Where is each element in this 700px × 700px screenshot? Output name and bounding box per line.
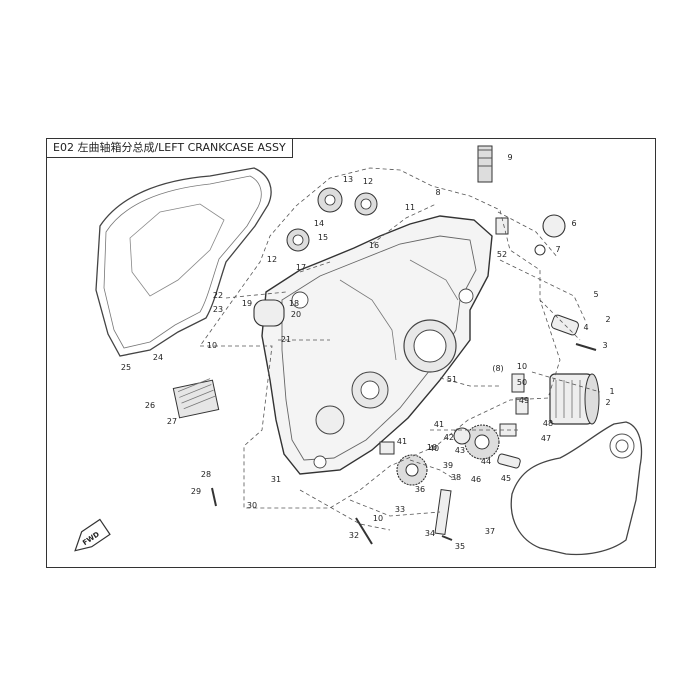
callout-layer: 122345678(8)9101010101112121314151617181…	[121, 153, 615, 551]
part-callout: (8)	[492, 364, 503, 373]
part-callout: 15	[318, 233, 328, 242]
part-callout: 38	[451, 473, 461, 482]
part-callout: 10	[517, 362, 527, 371]
part-callout: 45	[501, 474, 511, 483]
part-callout: 51	[447, 375, 457, 384]
part-callout: 24	[153, 353, 163, 362]
part-callout: 30	[247, 501, 257, 510]
part-callout: 26	[145, 401, 155, 410]
part-callout: 10	[373, 514, 383, 523]
part-callout: 25	[121, 363, 131, 372]
part-callout: 7	[555, 245, 560, 254]
part-callout: 29	[191, 487, 201, 496]
part-callout: 23	[213, 305, 223, 314]
part-callout: 33	[395, 505, 405, 514]
part-callout: 1	[609, 387, 614, 396]
part-callout: 14	[314, 219, 324, 228]
part-callout: 2	[605, 398, 610, 407]
diagram-frame	[46, 138, 656, 568]
part-callout: 52	[497, 250, 507, 259]
part-callout: 40	[429, 444, 439, 453]
part-callout: 9	[507, 153, 512, 162]
diagram-title: E02 左曲轴箱分总成/LEFT CRANKCASE ASSY	[46, 138, 293, 158]
part-callout: 28	[201, 470, 211, 479]
part-callout: 46	[471, 475, 481, 484]
part-callout: 34	[425, 529, 435, 538]
part-callout: 8	[435, 188, 440, 197]
part-callout: 4	[583, 323, 588, 332]
part-callout: 2	[605, 315, 610, 324]
part-callout: 10	[207, 341, 217, 350]
part-callout: 10	[427, 443, 437, 452]
part-callout: 22	[213, 291, 223, 300]
part-callout: 12	[363, 177, 373, 186]
part-callout: 27	[167, 417, 177, 426]
part-callout: 42	[444, 433, 454, 442]
part-callout: 50	[517, 378, 527, 387]
part-callout: 20	[291, 310, 301, 319]
part-callout: 16	[369, 241, 379, 250]
part-callout: 21	[281, 335, 291, 344]
part-callout: 48	[543, 419, 553, 428]
part-callout: 41	[397, 437, 407, 446]
part-callout: 6	[571, 219, 576, 228]
part-callout: 18	[289, 299, 299, 308]
part-callout: 39	[443, 461, 453, 470]
part-callout: 5	[593, 290, 598, 299]
part-callout: 49	[519, 396, 529, 405]
part-callout: 12	[267, 255, 277, 264]
part-callout: 44	[481, 457, 491, 466]
part-callout: 3	[602, 341, 607, 350]
part-callout: 47	[541, 434, 551, 443]
part-callout: 41	[434, 420, 444, 429]
part-callout: 36	[415, 485, 425, 494]
assembly-leader-lines	[199, 167, 561, 509]
fwd-arrow-icon: FWD	[74, 518, 111, 552]
part-callout: 11	[405, 203, 415, 212]
part-callout: 37	[485, 527, 495, 536]
part-callout: 19	[242, 299, 252, 308]
right-gasket-outline	[510, 421, 643, 556]
left-gasket-outline	[95, 167, 272, 357]
part-callout: 13	[343, 175, 353, 184]
crankcase-body	[261, 215, 493, 475]
part-callout: 32	[349, 531, 359, 540]
part-callout: 17	[296, 263, 306, 272]
part-callout: 43	[455, 446, 465, 455]
part-callout: 35	[455, 542, 465, 551]
part-callout: 31	[271, 475, 281, 484]
